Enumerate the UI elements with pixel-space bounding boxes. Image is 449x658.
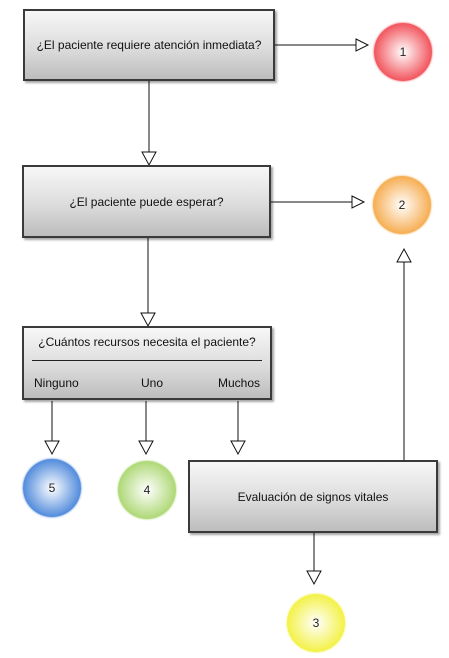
level-1-node: 1 — [374, 23, 432, 81]
process-vital-signs-label: Evaluación de signos vitales — [237, 489, 389, 504]
arrowhead-d2 — [141, 151, 157, 167]
arrowhead-process — [230, 440, 246, 456]
level-2-node: 2 — [373, 176, 431, 234]
decision-immediate-attention: ¿El paciente requiere atención inmediata… — [23, 9, 275, 81]
arrowhead-n2-up — [396, 247, 412, 263]
decision-immediate-attention-label: ¿El paciente requiere atención inmediata… — [36, 38, 262, 52]
arrowhead-n3 — [306, 570, 322, 586]
option-muchos: Muchos — [218, 376, 261, 390]
decision-can-wait-label: ¿El paciente puede esperar? — [69, 194, 224, 209]
process-vital-signs: Evaluación de signos vitales — [188, 460, 438, 533]
decision-resources-needed: ¿Cuántos recursos necesita el paciente? … — [22, 326, 272, 400]
level-4-node: 4 — [118, 461, 176, 519]
level-5-label: 5 — [48, 481, 56, 495]
level-2-label: 2 — [398, 198, 406, 212]
arrowhead-d3 — [140, 312, 156, 328]
level-4-label: 4 — [143, 483, 151, 497]
option-ninguno: Ninguno — [34, 376, 79, 390]
arrowhead-n2-right — [351, 195, 366, 209]
divider — [32, 360, 262, 361]
level-3-node: 3 — [287, 594, 345, 652]
arrowhead-n5 — [44, 440, 60, 456]
level-3-label: 3 — [312, 616, 320, 630]
decision-resources-title: ¿Cuántos recursos necesita el paciente? — [38, 335, 256, 349]
level-1-label: 1 — [399, 45, 407, 59]
level-5-node: 5 — [23, 459, 81, 517]
decision-can-wait: ¿El paciente puede esperar? — [22, 165, 271, 238]
option-uno: Uno — [141, 376, 164, 390]
arrowhead-n1 — [355, 38, 370, 52]
arrowhead-n4 — [138, 440, 154, 456]
